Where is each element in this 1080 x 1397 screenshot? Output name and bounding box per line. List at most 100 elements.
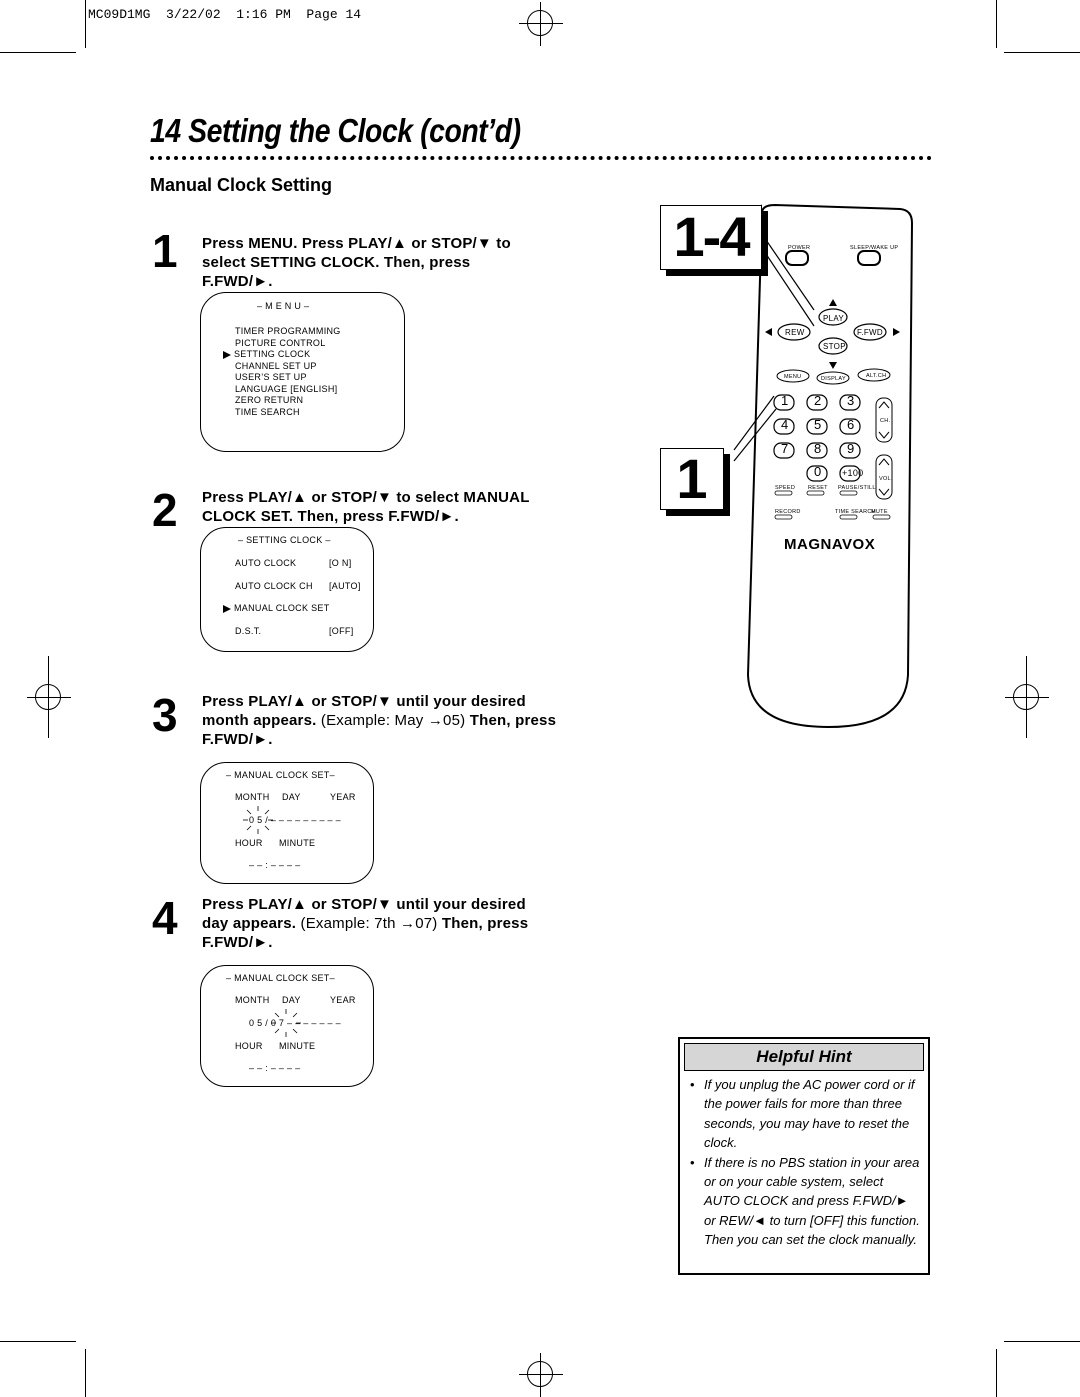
remote-control-illustration [733, 203, 914, 729]
step-1-line-2: select SETTING CLOCK. Then, press [202, 254, 471, 271]
ffwd-button [853, 323, 887, 341]
setting-row-label: D.S.T. [235, 626, 262, 636]
setting-row-value: [OFF] [329, 626, 354, 636]
col-hour: HOUR [235, 838, 263, 848]
menu-item: TIMER PROGRAMMING [235, 326, 341, 336]
reset-label: RESET [808, 485, 828, 491]
rew-label: REW [785, 328, 805, 337]
digit-0: 0 [814, 464, 822, 479]
col-month: MONTH [235, 995, 270, 1005]
step-3-text: Press PLAY/▲ or STOP/▼ until your desire… [202, 692, 556, 749]
digit-2: 2 [814, 393, 822, 408]
time-search-label: TIME SEARCH [835, 509, 876, 515]
step-1-line-3: F.FWD/►. [202, 273, 273, 290]
manual-clock-title: – MANUAL CLOCK SET– [226, 973, 335, 983]
step-1-text: Press MENU. Press PLAY/▲ or STOP/▼ to se… [202, 234, 511, 291]
dotted-divider [150, 156, 932, 160]
print-slug: MC09D1MG 3/22/02 1:16 PM Page 14 [88, 7, 362, 22]
time-value: – – : – – – – [249, 860, 301, 870]
plus100-label: +100 [842, 468, 864, 478]
date-value: 0 5 / 0 7 – – – – – – – [249, 1018, 341, 1028]
setting-row-label: AUTO CLOCK CH [235, 581, 313, 591]
callout-step-1: 1 [660, 448, 724, 510]
manual-clock-title: – MANUAL CLOCK SET– [226, 770, 335, 780]
step-1-number: 1 [152, 225, 178, 277]
helpful-hint-box: Helpful Hint If you unplug the AC power … [678, 1037, 930, 1275]
menu-screen-title: – M E N U – [257, 301, 310, 311]
vol-label: VOL. [879, 476, 893, 482]
step-4-text: Press PLAY/▲ or STOP/▼ until your desire… [202, 895, 528, 952]
hint-item: If there is no PBS station in your area … [686, 1153, 922, 1250]
step-1-line-1: Press MENU. Press PLAY/▲ or STOP/▼ to [202, 235, 511, 252]
digit-3: 3 [847, 393, 855, 408]
menu-item: ZERO RETURN [235, 395, 304, 405]
digit-6: 6 [847, 417, 855, 432]
step-3-line-1: Press PLAY/▲ or STOP/▼ until your desire… [202, 693, 526, 710]
step-2-number: 2 [152, 484, 178, 536]
step-4-line-2-b: Then, press [441, 915, 529, 932]
setting-row-value: [AUTO] [329, 581, 361, 591]
menu-screen: – M E N U – TIMER PROGRAMMING PICTURE CO… [200, 292, 405, 452]
selection-pointer-icon [223, 604, 231, 613]
play-label: PLAY [823, 314, 845, 323]
step-4-line-2: day appears. (Example: 7th →07) Then, pr… [202, 914, 528, 933]
callout-steps-1-4: 1-4 [660, 205, 762, 270]
stop-label: STOP [823, 342, 846, 351]
blinking-indicator-icon [271, 1009, 301, 1037]
play-button [818, 308, 848, 326]
manual-clock-screen-day: – MANUAL CLOCK SET– MONTH DAY YEAR 0 5 /… [200, 965, 374, 1087]
col-minute: MINUTE [279, 1041, 316, 1051]
col-year: YEAR [330, 995, 356, 1005]
setting-clock-title: – SETTING CLOCK – [238, 535, 331, 545]
record-label: RECORD [775, 509, 801, 515]
menu-item-selected: SETTING CLOCK [223, 349, 310, 361]
col-month: MONTH [235, 792, 270, 802]
setting-row-selected: MANUAL CLOCK SET [223, 603, 330, 615]
menu-item: CHANNEL SET UP [235, 360, 317, 371]
step-3-example: (Example: May →05) [316, 712, 470, 729]
page-title: 14 Setting the Clock (cont’d) [150, 112, 521, 149]
ch-label: CH. [880, 418, 891, 424]
step-4-line-2-a: day appears. [202, 915, 297, 932]
step-2-text: Press PLAY/▲ or STOP/▼ to select MANUAL … [202, 488, 530, 526]
step-3-number: 3 [152, 689, 178, 741]
power-button [785, 250, 809, 266]
step-4-example: (Example: 7th →07) [296, 915, 442, 932]
hint-item: If you unplug the AC power cord or if th… [686, 1075, 922, 1153]
digit-9: 9 [847, 441, 855, 456]
step-2-line-2: CLOCK SET. Then, press F.FWD/►. [202, 508, 459, 525]
brand-logo: MAGNAVOX [784, 536, 876, 553]
step-3-line-2-b: Then, press [469, 712, 557, 729]
menu-item: PICTURE CONTROL [235, 337, 326, 348]
step-3-line-2-a: month appears. [202, 712, 317, 729]
speed-label: SPEED [775, 485, 796, 491]
step-4-line-1: Press PLAY/▲ or STOP/▼ until your desire… [202, 896, 526, 913]
setting-row-label: AUTO CLOCK [235, 558, 297, 568]
step-4-line-3: F.FWD/►. [202, 934, 273, 951]
col-year: YEAR [330, 792, 356, 802]
menu-item: LANGUAGE [ENGLISH] [235, 383, 338, 394]
rew-button [777, 323, 811, 341]
menu-label: MENU [784, 374, 802, 380]
stop-button [818, 337, 848, 355]
menu-item: USER’S SET UP [235, 372, 307, 382]
menu-item: TIME SEARCH [235, 406, 300, 417]
mute-label: MUTE [871, 509, 888, 515]
setting-row-label: MANUAL CLOCK SET [234, 603, 330, 613]
step-4-number: 4 [152, 892, 178, 944]
ffwd-label: F.FWD [857, 328, 883, 337]
step-3-line-3: F.FWD/►. [202, 731, 273, 748]
registration-mark-top [519, 2, 563, 46]
digit-1: 1 [781, 393, 789, 408]
registration-mark-right [1005, 676, 1049, 720]
col-day: DAY [282, 792, 301, 802]
time-value: – – : – – – – [249, 1063, 301, 1073]
digit-8: 8 [814, 441, 822, 456]
sleep-button [857, 250, 881, 266]
display-label: DISPLAY [821, 376, 846, 382]
helpful-hint-list: If you unplug the AC power cord or if th… [686, 1075, 922, 1250]
step-3-line-2: month appears. (Example: May →05) Then, … [202, 711, 556, 730]
sleep-label: SLEEP/WAKE UP [850, 245, 899, 251]
section-title: Manual Clock Setting [150, 175, 333, 195]
power-label: POWER [788, 245, 811, 251]
